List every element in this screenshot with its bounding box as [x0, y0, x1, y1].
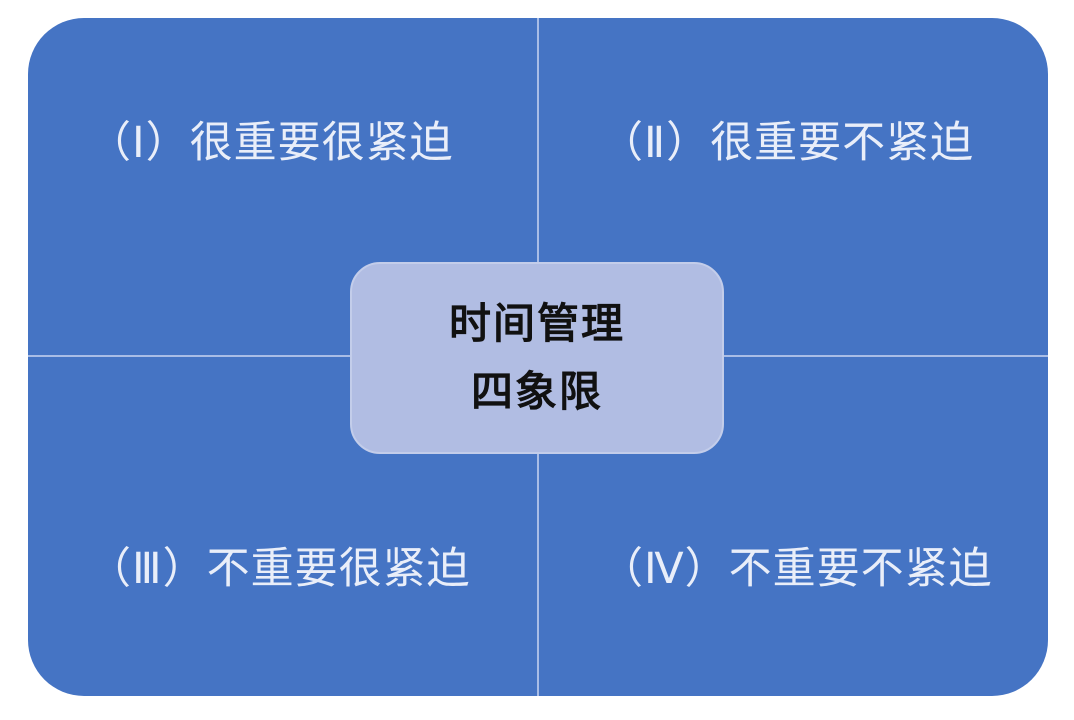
center-title-box: 时间管理 四象限 — [350, 262, 724, 454]
center-title-line-1: 时间管理 — [448, 299, 625, 348]
quadrant-4-label: （Ⅳ）不重要不紧迫 — [600, 544, 993, 594]
quadrant-3-label: （Ⅲ）不重要很紧迫 — [88, 544, 471, 594]
center-title-line-2: 四象限 — [470, 367, 603, 416]
quadrant-2-label: （Ⅱ）很重要不紧迫 — [600, 118, 975, 168]
quadrant-matrix: （Ⅰ）很重要很紧迫 （Ⅱ）很重要不紧迫 （Ⅲ）不重要很紧迫 （Ⅳ）不重要不紧迫 — [28, 18, 1048, 696]
quadrant-1-label: （Ⅰ）很重要很紧迫 — [88, 118, 454, 168]
